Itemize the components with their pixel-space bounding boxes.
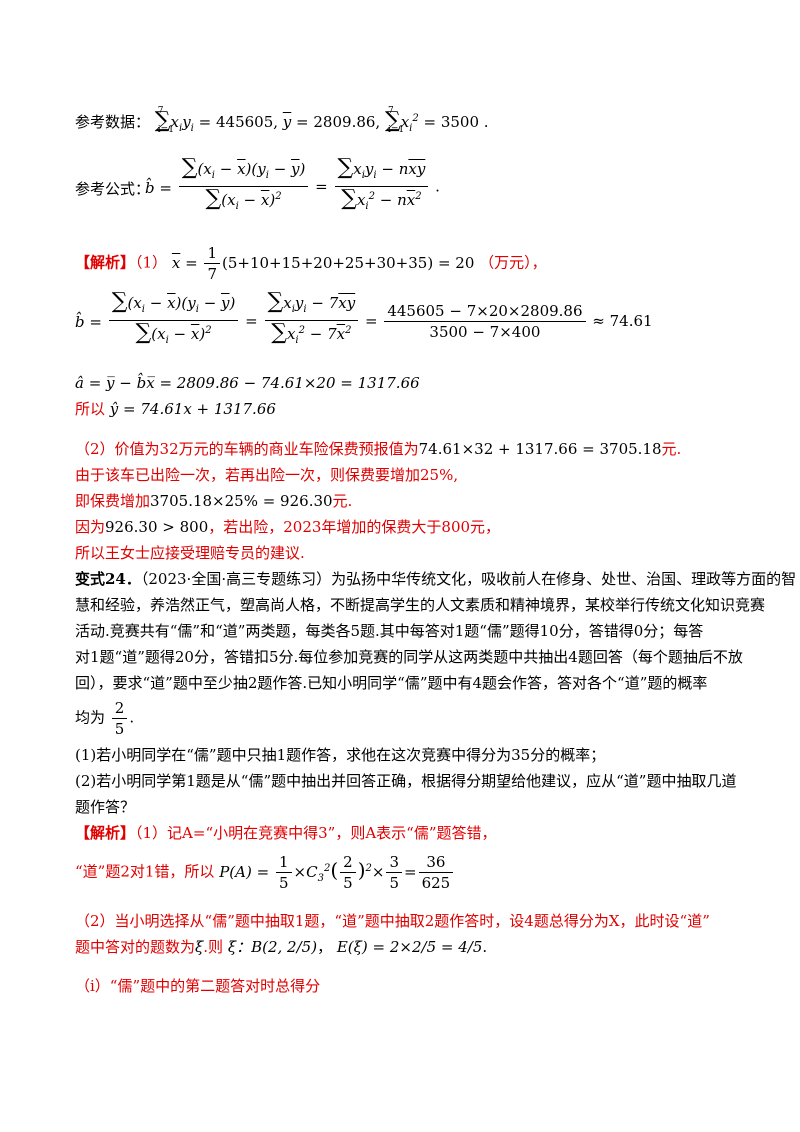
p4-expression: 3705.18×25% = 926.30	[150, 492, 333, 510]
problem-text-5: 回），要求“道”题中至少抽2题作答.已知小明同学“儒”题中有4题会作答，答对各个…	[75, 674, 708, 692]
y-prefix: 所以	[75, 400, 106, 418]
prob-numerator: 2	[111, 698, 128, 719]
prob-denominator: 5	[114, 720, 125, 738]
analysis2-s5: （i）“儒”题中的第二题答对时总得分	[75, 977, 321, 995]
xi-expectation: E(ξ) = 2×2/5 = 4/5	[336, 938, 483, 956]
analysis2-s2-prefix: “道”题2对1错，所以	[75, 862, 215, 881]
reference-formula-line: 参考公式： b̂ = ∑(xi − x)(yi − y) ∑(xi − x)2 …	[75, 155, 740, 222]
analysis1-p4: 即保费增加3705.18×25% = 926.30元.	[75, 490, 740, 512]
p5-prefix: 因为	[75, 518, 106, 536]
p4-unit: 元.	[332, 492, 353, 510]
pa-result-denominator: 625	[421, 874, 451, 892]
problem-line1: 变式24．（2023·全国·高三专题练习）为弘扬中华传统文化，吸收前人在修身、处…	[75, 568, 796, 590]
p2-expression: 74.61×32 + 1317.66 = 3705.18	[418, 440, 662, 458]
analysis2-line1: 【解析】（1）记A=“小明在竞赛中得3”，则A表示“儒”题答错，	[75, 822, 740, 844]
b-denominator: 3500 − 7×400	[429, 323, 541, 341]
p5-text: ，若出险，2023年增加的保费大于800元，	[208, 518, 501, 536]
analysis1-p2: （2）价值为32万元的车辆的商业车险保费预报值为74.61×32 + 1317.…	[75, 438, 740, 460]
analysis2-s4-mid: .则	[203, 938, 224, 956]
question-1: (1)若小明同学在“儒”题中只抽1题作答，求他在这次竞赛中得分为35分的概率；	[75, 746, 606, 764]
problem-text-2: 慧和经验，养浩然正气，塑高尚人格，不断提高学生的人文素质和精神境界，某校举行传统…	[75, 596, 766, 614]
y-expression: ŷ = 74.61x + 1317.66	[109, 400, 276, 418]
pa-result-numerator: 36	[418, 852, 454, 873]
p4-prefix: 即保费增加	[75, 492, 151, 510]
xbar-expression: (5+10+15+20+25+30+35) = 20	[222, 253, 475, 272]
reference-formula-label: 参考公式：	[75, 180, 151, 198]
analysis1-part1-prefix: （1）	[135, 253, 168, 272]
pa-lhs: P(A) =	[219, 862, 270, 881]
xi-symbol: ξ	[195, 938, 204, 956]
problem-text-6-prefix: 均为	[75, 708, 106, 727]
analysis2-s4-prefix: 题中答对的题数为	[75, 938, 196, 956]
sum-x2-value: 3500	[440, 113, 480, 131]
analysis2-line4: 题中答对的题数为ξ.则 ξ：B(2, 2/5)， E(ξ) = 2×2/5 = …	[75, 938, 488, 956]
problem-text-4: 对1题“道”题得20分，答错扣5分.每位参加竞赛的同学从这两类题中共抽出4题回答…	[75, 648, 743, 666]
analysis1-y-line: 所以 ŷ = 74.61x + 1317.66	[75, 398, 740, 420]
problem-text-3: 活动.竞赛共有“儒”和“道”两类题，每类各5题.其中每答对1题“儒”题得10分，…	[75, 622, 704, 640]
problem-number: 变式24．	[75, 570, 141, 588]
unit-label: （万元）	[479, 253, 532, 272]
analysis1-p6: 所以王女士应接受理赔专员的建议.	[75, 544, 305, 562]
p2-text: （2）价值为32万元的车辆的商业车险保费预报值为	[75, 440, 419, 458]
analysis2-tag: 【解析】	[75, 824, 136, 842]
analysis2-s1: （1）记A=“小明在竞赛中得3”，则A表示“儒”题答错，	[135, 824, 497, 842]
xi-distribution: ξ：B(2, 2/5)	[227, 938, 318, 956]
a-expression: â = y̅ − b̂x̅ = 2809.86 − 74.61×20 = 131…	[75, 374, 420, 392]
reference-formula: b̂ = ∑(xi − x)(yi − y) ∑(xi − x)2 = ∑xiy…	[145, 155, 440, 213]
b-numerator: 445605 − 7×20×2809.86	[384, 301, 586, 322]
analysis1-tag: 【解析】	[75, 253, 136, 272]
p5-expression: 926.30 > 800	[105, 518, 209, 536]
question-2-line2: 题作答？	[75, 798, 136, 816]
p2-unit: 元.	[661, 440, 682, 458]
sum-xy-value: 445605	[215, 113, 274, 131]
analysis1-p5: 因为926.30 > 800，若出险，2023年增加的保费大于800元，	[75, 516, 740, 538]
analysis2-s3: （2）当小明选择从“儒”题中抽取1题，“道”题中抽取2题作答时，设4题总得分为X…	[75, 912, 710, 930]
b-result: ≈ 74.61	[592, 311, 653, 330]
question-2-line1: (2)若小明同学第1题是从“儒”题中抽出并回答正确，根据得分期望给他建议，应从“…	[75, 772, 737, 790]
problem-text-1: （2023·全国·高三专题练习）为弘扬中华传统文化，吸收前人在修身、处世、治国、…	[140, 570, 797, 588]
analysis1-p3: 由于该车已出险一次，若再出险一次，则保费要增加25%,	[75, 466, 459, 484]
reference-data-label: 参考数据：	[75, 113, 151, 131]
ybar-value: 2809.86	[313, 113, 376, 131]
analysis1-b-line: b̂ = ∑(xi − x)(yi − y) ∑(xi − x)2 = ∑xiy…	[75, 289, 653, 347]
